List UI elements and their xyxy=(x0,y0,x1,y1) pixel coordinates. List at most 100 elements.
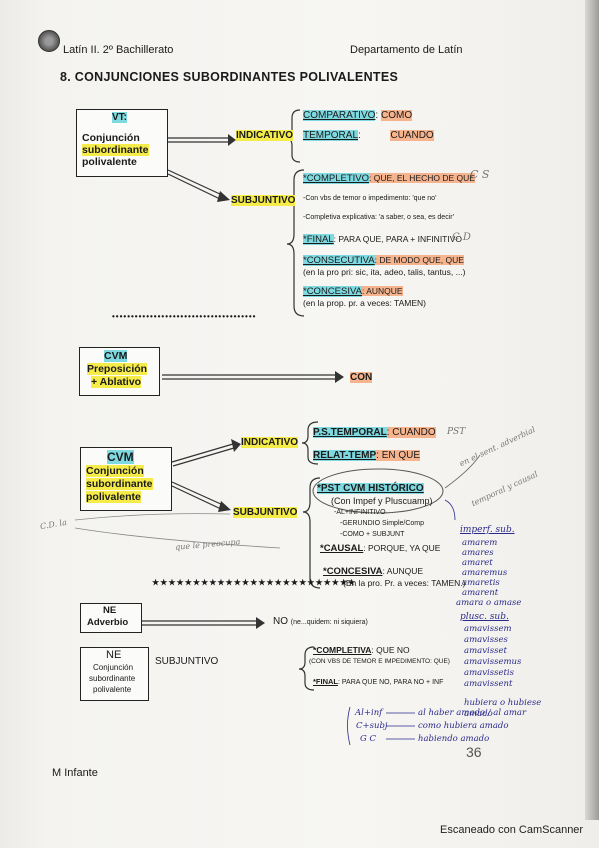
ne-adverbio-box: NE Adverbio xyxy=(80,603,142,633)
cvm1-box: CVM Preposición + Ablativo xyxy=(79,347,160,396)
ne-conjuncion-box: NE Conjunción subordinante polivalente xyxy=(80,647,149,701)
cvm2-line4: polivalente xyxy=(86,491,141,503)
vt-line1: Conjunción xyxy=(82,132,140,144)
divider-dots-1: •••••••••••••••••••••••••••••••••••••• xyxy=(112,312,257,321)
cvm2-causal-value: : PORQUE, YA QUE xyxy=(363,543,441,553)
ne1-result-row: NO (ne...quidem: ni siquiera) xyxy=(273,616,368,627)
cvm2-subjuntivo: SUBJUNTIVO xyxy=(233,507,298,518)
hand-legend1-right: al haber amado / al amar xyxy=(418,708,527,718)
cvm2-line3: subordinante xyxy=(86,478,153,490)
cvm2-pst-item3: -COMO + SUBJUNT xyxy=(340,531,405,538)
plusc-item: hubiera o hubiese amado xyxy=(464,698,542,719)
vt-concesiva-row: *CONCESIVA: AUNQUE xyxy=(303,286,403,297)
vt-line2: subordinante xyxy=(82,144,149,156)
hand-legend3-right: habiendo amado xyxy=(418,734,490,744)
hand-impf-list: amarem amares amaret amaremus amaretis a… xyxy=(456,538,521,608)
cvm2-box: CVM Conjunción subordinante polivalente xyxy=(80,447,172,511)
divider-dots-2: ★★★★★★★★★★★★★★★★★★★★★★★★★ xyxy=(152,578,357,587)
header-right: Departamento de Latín xyxy=(350,44,463,56)
cvm2-relat-temp-label: RELAT-TEMP xyxy=(313,450,377,461)
vt-temporal-value: CUANDO xyxy=(390,130,434,141)
cvm1-result: CON xyxy=(350,372,373,383)
cvm2-ps-temporal-value: : CUANDO xyxy=(386,427,436,438)
impf-item: amares xyxy=(462,548,494,558)
hand-legend1-left: Al+inf xyxy=(355,708,383,718)
cvm2-indicativo: INDICATIVO xyxy=(241,437,299,448)
cvm2-causal-label: *CAUSAL xyxy=(320,543,364,554)
hand-legend2-left: C+subj xyxy=(356,721,388,731)
hand-legend3-left: G C xyxy=(360,734,376,744)
cvm2-concesiva-label: *CONCESIVA xyxy=(323,566,383,577)
hand-cs: C S xyxy=(470,168,490,181)
cvm1-line2: Preposición xyxy=(87,363,148,375)
ne2-completiva-label: *COMPLETIVA xyxy=(313,645,372,655)
header-left: Latín II. 2º Bachillerato xyxy=(63,44,174,56)
vt-comparativo-label: COMPARATIVO xyxy=(303,110,376,121)
vt-consecutiva-row: *CONSECUTIVA: DE MODO QUE, QUE xyxy=(303,255,464,266)
cvm2-causal-row: *CAUSAL: PORQUE, YA QUE xyxy=(320,543,440,554)
ne2-line4: polivalente xyxy=(93,685,132,694)
ne1-line1: NE xyxy=(103,605,117,616)
vt-temor-note: -Con vbs de temor o impedimento: 'que no… xyxy=(303,195,437,202)
vt-indicativo: INDICATIVO xyxy=(236,130,294,141)
impf-item: amaret xyxy=(462,558,493,568)
cvm2-ps-temporal-label: P.S.TEMPORAL xyxy=(313,427,387,438)
vt-concesiva-note: (en la prop. pr. a veces: TAMEN) xyxy=(303,298,426,308)
vt-concesiva-label: *CONCESIVA xyxy=(303,286,362,297)
vt-line3: polivalente xyxy=(82,156,137,168)
cvm2-relat-temp-value: : EN QUE xyxy=(376,450,421,461)
vt-consecutiva-label: *CONSECUTIVA xyxy=(303,255,375,266)
hand-cd: C D xyxy=(452,232,471,243)
impf-item: amara o amase xyxy=(456,598,522,608)
hand-pst: PST xyxy=(447,427,466,437)
ne2-final-value: : PARA QUE NO, PARA NO + INF xyxy=(338,679,444,686)
impf-item: amarem xyxy=(462,538,498,548)
vt-tag: VT: xyxy=(112,112,127,123)
vt-explicativa-note: -Completiva explicativa: 'a saber, o sea… xyxy=(303,214,454,221)
hand-impf-title: imperf. sub. xyxy=(460,525,515,535)
cvm2-concesiva-row: *CONCESIVA: AUNQUE xyxy=(323,566,423,577)
vt-comparativo-value: COMO xyxy=(380,110,413,121)
ne2-subjuntivo: SUBJUNTIVO xyxy=(155,656,219,667)
plusc-item: amavisses xyxy=(464,635,508,645)
cvm2-concesiva-value: : AUNQUE xyxy=(382,566,424,576)
cvm2-pst-item2: -GERUNDIO Simple/Comp xyxy=(340,520,425,527)
vt-box: VT: Conjunción subordinante polivalente xyxy=(76,109,168,177)
hand-legend2-right: como hubiera amado xyxy=(418,721,509,731)
cvm2-concesiva-note: (En la pro. Pr. a veces: TAMEN.) xyxy=(343,578,466,588)
cvm2-line1: CVM xyxy=(107,450,134,464)
vt-temporal-row: TEMPORAL: CUANDO xyxy=(303,130,434,141)
cvm1-line3: + Ablativo xyxy=(91,376,142,388)
vt-consecutiva-note: (en la pro pri: sic, ita, adeo, talis, t… xyxy=(303,267,466,277)
ne2-line1: NE xyxy=(106,649,122,661)
page-edge-shadow xyxy=(585,0,599,820)
ne2-line2: Conjunción xyxy=(93,663,134,672)
scanner-watermark: Escaneado con CamScanner xyxy=(440,824,584,836)
plusc-item: amavissemus xyxy=(464,657,522,667)
vt-completivo-value: : QUE, EL HECHO DE QUE xyxy=(369,173,475,183)
cvm1-line1: CVM xyxy=(104,350,128,362)
ne2-final-label: *FINAL xyxy=(313,677,338,686)
page-number: 36 xyxy=(466,744,482,760)
vt-final-label: *FINAL xyxy=(303,234,334,245)
page-title: 8. CONJUNCIONES SUBORDINANTES POLIVALENT… xyxy=(60,70,399,84)
cvm2-pst-label: *PST CVM HISTÓRICO xyxy=(317,483,424,494)
vt-final-value: : PARA QUE, PARA + INFINITIVO xyxy=(333,234,463,244)
impf-item: amaremus xyxy=(462,568,508,578)
cvm2-line2: Conjunción xyxy=(86,465,144,477)
cvm2-ps-temporal-row: P.S.TEMPORAL: CUANDO xyxy=(313,427,436,438)
vt-final-row: *FINAL: PARA QUE, PARA + INFINITIVO xyxy=(303,234,462,245)
cvm2-pst-note: (Con Impef y Pluscuamp) xyxy=(331,496,433,506)
ne2-completiva-value: : QUE NO xyxy=(371,645,410,655)
vt-consecutiva-value: : DE MODO QUE, QUE xyxy=(374,255,464,265)
impf-item: amarent xyxy=(462,588,499,598)
plusc-item: amavissent xyxy=(464,679,513,689)
ne2-completiva-note: (CON VBS DE TEMOR E IMPEDIMENTO: QUE) xyxy=(309,658,450,665)
ne2-line3: subordinante xyxy=(89,674,136,683)
ne2-completiva-row: *COMPLETIVA: QUE NO xyxy=(313,645,410,655)
school-logo-icon xyxy=(38,30,60,52)
plusc-item: amavissetis xyxy=(464,668,514,678)
ne2-final-row: *FINAL: PARA QUE NO, PARA NO + INF xyxy=(313,677,443,686)
hand-plusc-title: plusc. sub. xyxy=(460,612,509,622)
